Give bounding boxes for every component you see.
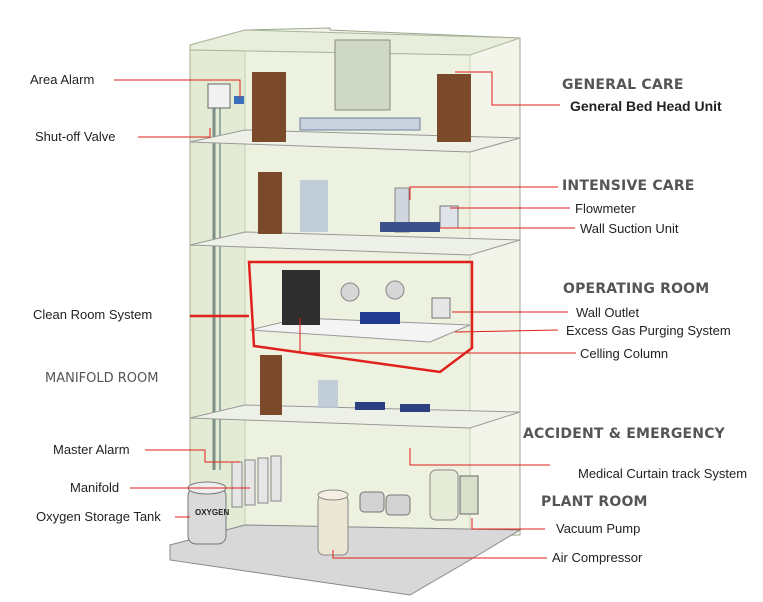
leader-area-alarm: [114, 79, 241, 98]
curtain-intensive: [300, 180, 328, 232]
manifold-cylinder-3: [257, 457, 269, 504]
leader-general-bed-head: [455, 71, 560, 106]
area-alarm-indicator: [234, 96, 244, 104]
leader-vacuum-pump: [471, 518, 545, 530]
operating-lamp-2: [385, 280, 405, 300]
door-emergency: [260, 355, 282, 415]
leader-air-compressor: [332, 550, 547, 559]
label-area-alarm: Area Alarm: [30, 72, 95, 87]
window-general: [334, 39, 391, 111]
leader-excess-gas: [454, 329, 559, 333]
bed-emergency-1: [355, 402, 385, 410]
label-wall-outlet: Wall Outlet: [576, 305, 640, 320]
compressor-tank-top: [317, 489, 349, 501]
leader-intensive-care: [409, 186, 558, 200]
vacuum-control-panel: [459, 475, 479, 515]
compressor-motor-1: [359, 491, 385, 513]
leader-medical-curtain: [409, 448, 550, 466]
oxygen-tank-label: OXYGEN: [195, 508, 229, 517]
bed-intensive: [380, 222, 440, 232]
compressor-tank: [317, 494, 349, 556]
label-oxygen-storage-tank: Oxygen Storage Tank: [36, 509, 161, 524]
curtain-emergency: [318, 380, 338, 408]
leader-shut-off-valve: [138, 128, 211, 138]
label-clean-room-system: Clean Room System: [33, 307, 153, 322]
label-celling-column: Celling Column: [580, 346, 669, 361]
section-operating-room: OPERATING ROOM: [563, 281, 710, 297]
leader-master-alarm: [145, 449, 240, 463]
ceiling-column: [282, 270, 320, 325]
vacuum-tank: [429, 469, 459, 521]
flowmeter-panel: [439, 205, 459, 229]
label-shut-off-valve: Shut-off Valve: [35, 129, 116, 144]
floor-slab-intensive-care: [189, 231, 521, 256]
label-wall-suction-unit: Wall Suction Unit: [580, 221, 679, 236]
label-excess-gas-purging-system: Excess Gas Purging System: [566, 323, 731, 338]
door-general-1: [252, 72, 286, 142]
operating-table: [360, 312, 400, 324]
clean-room-frame: [247, 260, 474, 374]
section-general-care: GENERAL CARE: [562, 77, 684, 93]
manifold-cylinder-1: [231, 461, 243, 508]
manifold-cylinder-2: [244, 459, 256, 506]
door-intensive-1: [258, 172, 282, 234]
label-master-alarm: Master Alarm: [53, 442, 130, 457]
compressor-motor-2: [385, 494, 411, 516]
leader-celling-column: [299, 318, 576, 354]
label-manifold: Manifold: [70, 480, 120, 495]
section-plant-room: PLANT ROOM: [541, 494, 648, 510]
label-medical-curtain-track-system: Medical Curtain track System: [578, 466, 748, 481]
bed-emergency-2: [400, 404, 430, 412]
door-general-2: [437, 74, 471, 142]
leader-lines: [114, 71, 576, 559]
label-general-bed-head-unit: General Bed Head Unit: [570, 98, 722, 114]
wall-outlet-panel: [431, 297, 451, 319]
section-manifold-room: MANIFOLD ROOM: [45, 371, 159, 386]
label-vacuum-pump: Vacuum Pump: [556, 521, 641, 536]
area-alarm-box: [207, 83, 231, 109]
manifold-cylinder-4: [270, 455, 282, 502]
section-intensive-care: INTENSIVE CARE: [562, 178, 695, 194]
section-accident-emergency: ACCIDENT & EMERGENCY: [523, 426, 726, 442]
bed-head-unit: [299, 117, 421, 131]
label-flowmeter: Flowmeter: [575, 201, 636, 216]
operating-lamp: [340, 282, 360, 302]
label-air-compressor: Air Compressor: [552, 550, 643, 565]
ground-floor-slab: [169, 524, 522, 596]
